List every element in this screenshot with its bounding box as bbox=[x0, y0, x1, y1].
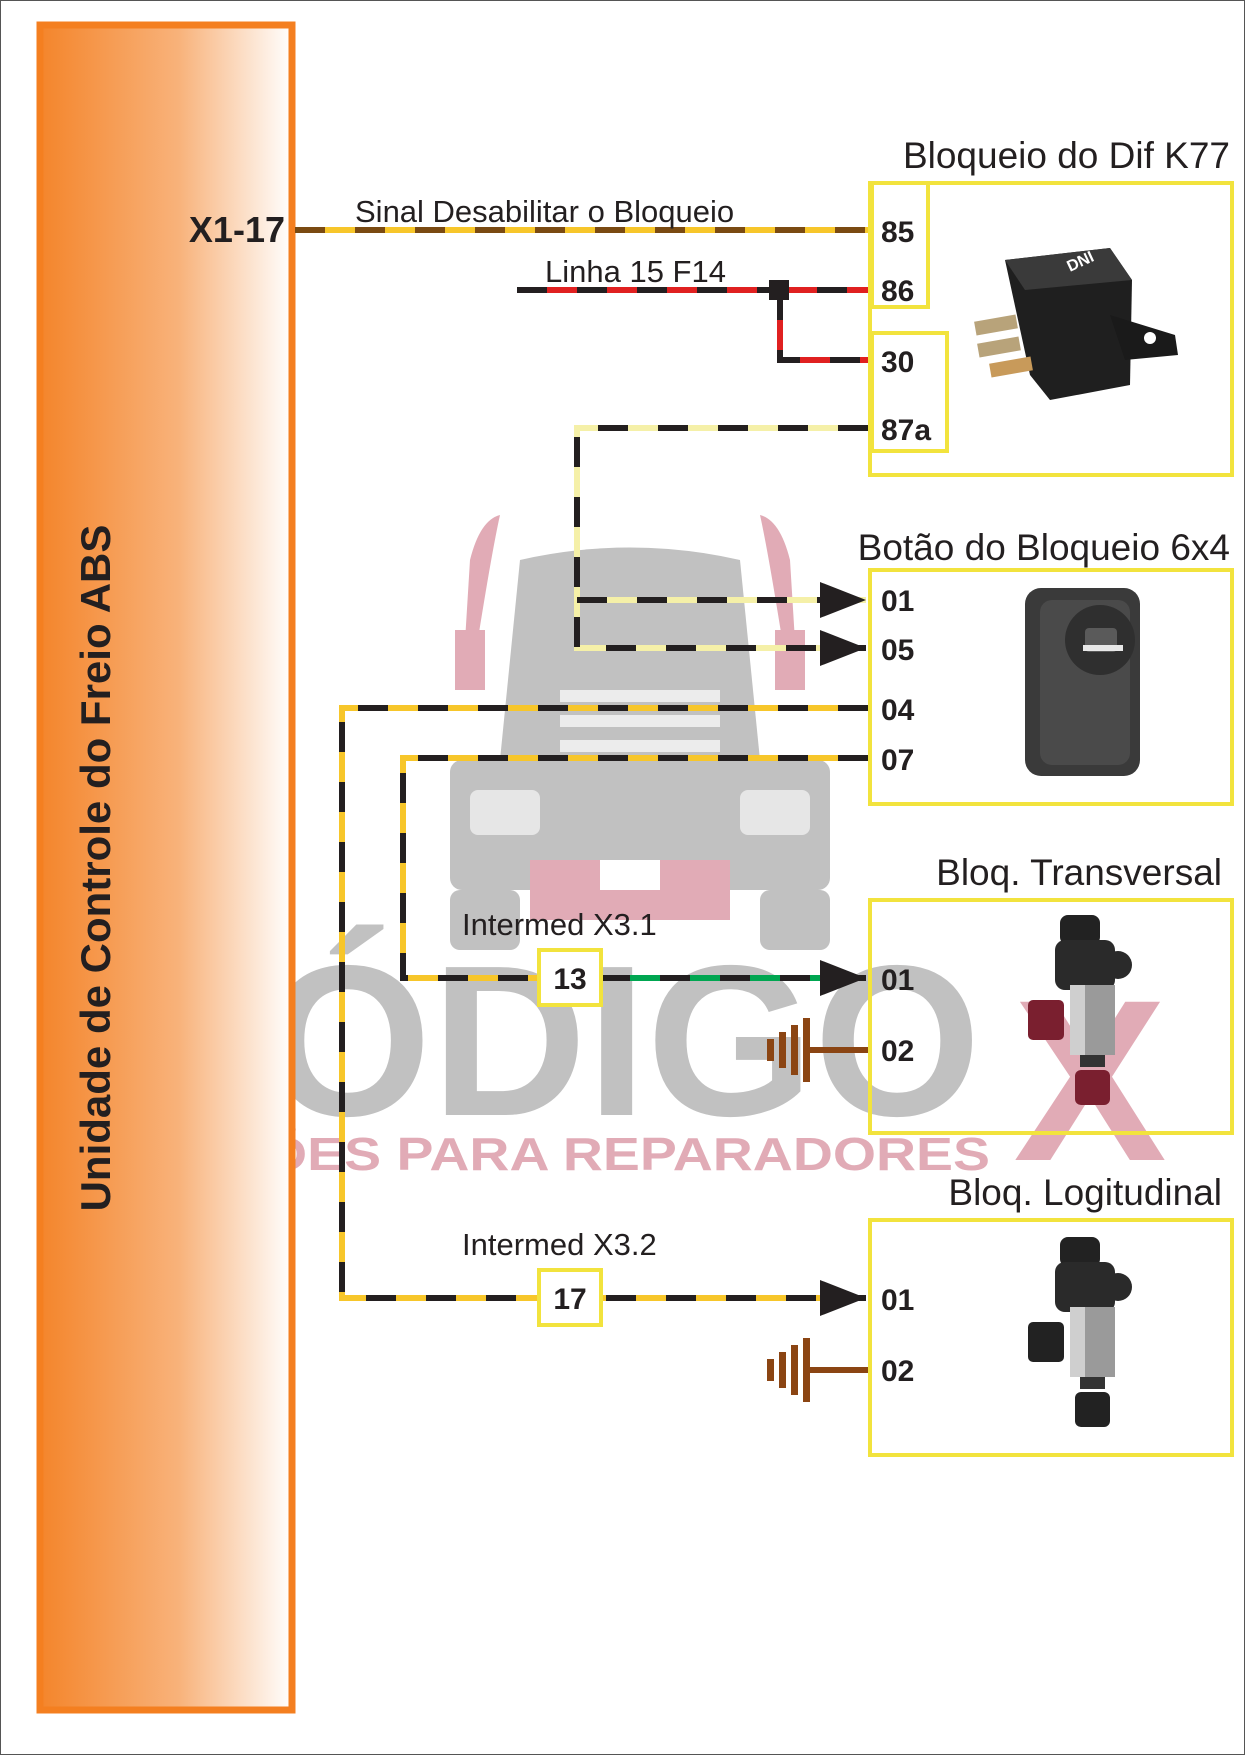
rotary-switch-icon bbox=[1025, 588, 1140, 776]
truck-icon bbox=[450, 515, 830, 950]
line15-label: Linha 15 F14 bbox=[545, 254, 726, 289]
signal-label: Sinal Desabilitar o Bloqueio bbox=[355, 194, 734, 229]
longitudinal-pin: 01 bbox=[881, 1284, 914, 1317]
relay-pin: 86 bbox=[881, 275, 914, 308]
x32-pin: 17 bbox=[553, 1283, 586, 1316]
transversal-pin: 01 bbox=[881, 964, 914, 997]
longitudinal-title: Bloq. Logitudinal bbox=[948, 1172, 1222, 1213]
intermed-x32: 17 bbox=[537, 1268, 603, 1327]
transversal-title: Bloq. Transversal bbox=[936, 852, 1222, 893]
longitudinal-box bbox=[868, 1218, 1234, 1457]
ground-icon bbox=[767, 1018, 868, 1082]
x31-pin: 13 bbox=[553, 963, 586, 996]
ecu-pin-label: X1-17 bbox=[189, 209, 285, 250]
wire-04 bbox=[339, 705, 868, 1316]
solenoid-valve-icon bbox=[1028, 1237, 1132, 1427]
wire-07 bbox=[400, 755, 868, 996]
x31-label: Intermed X3.1 bbox=[462, 907, 657, 942]
wire-87a bbox=[574, 425, 868, 666]
switch-title: Botão do Bloqueio 6x4 bbox=[858, 527, 1230, 568]
transversal-box bbox=[868, 898, 1234, 1135]
transversal-pin: 02 bbox=[881, 1035, 914, 1068]
relay-pin: 87a bbox=[881, 414, 931, 447]
relay-icon: DNI bbox=[974, 248, 1178, 400]
x32-label: Intermed X3.2 bbox=[462, 1227, 657, 1262]
longitudinal-pin: 02 bbox=[881, 1355, 914, 1388]
switch-pin: 01 bbox=[881, 585, 914, 618]
relay-box bbox=[868, 181, 1234, 477]
switch-pin: 04 bbox=[881, 694, 915, 727]
relay-title: Bloqueio do Dif K77 bbox=[903, 135, 1230, 176]
intermed-x31: 13 bbox=[537, 948, 603, 1007]
switch-pin: 07 bbox=[881, 744, 914, 777]
wire-line15 bbox=[517, 280, 868, 363]
switch-box bbox=[868, 568, 1234, 806]
ground-icon bbox=[767, 1338, 868, 1402]
relay-pin: 30 bbox=[881, 346, 914, 379]
ecu-label: Unidade de Controle do Freio ABS bbox=[72, 525, 119, 1212]
relay-pin: 85 bbox=[881, 216, 914, 249]
solenoid-valve-icon bbox=[1028, 915, 1132, 1105]
switch-pin: 05 bbox=[881, 634, 914, 667]
ecu-panel: Unidade de Controle do Freio ABS bbox=[36, 21, 296, 1714]
